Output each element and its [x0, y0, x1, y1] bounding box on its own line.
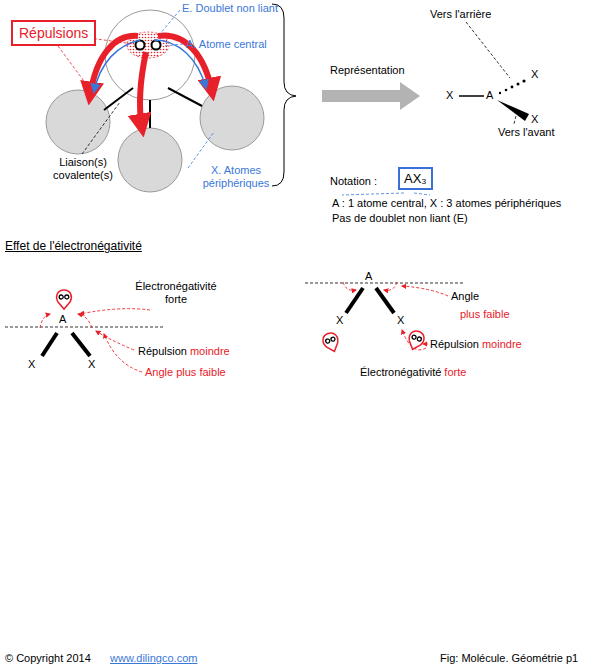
effect-label: Répulsion — [430, 338, 479, 351]
effect-value: plus faible — [460, 308, 510, 321]
covalent-bond — [104, 88, 202, 128]
notation-note: Pas de doublet non liant (E) — [332, 212, 468, 225]
effect-value: moindre — [482, 338, 522, 351]
notation-note: A : 1 atome central, X : 3 atomes périph… — [332, 197, 561, 210]
atom-symbol: X — [88, 358, 95, 371]
atom-symbol: X — [397, 314, 404, 327]
notation-box: AX₃ — [398, 167, 433, 190]
part-label: E. Doublet non liant — [182, 2, 278, 15]
atom-symbol: X — [336, 314, 343, 327]
effect-value: Angle plus faible — [145, 366, 226, 379]
effect-label: Répulsion — [138, 345, 187, 358]
atom-symbol: X — [446, 89, 453, 102]
effect-label: Angle — [451, 290, 479, 303]
atom-symbol: A — [365, 270, 372, 283]
step-label: Représentation — [330, 64, 405, 77]
atom-symbol: X — [28, 358, 35, 371]
callout-box: Répulsions — [11, 20, 96, 46]
central-atom — [105, 10, 195, 100]
leader-line — [58, 10, 430, 195]
part-label: Liaison(s) covalente(s) — [44, 156, 122, 182]
bracket — [272, 4, 296, 186]
effect-value: forte — [444, 366, 466, 379]
node-text: AX₃ — [404, 171, 427, 186]
atom-symbol: X — [531, 113, 538, 126]
atom-symbol: A — [486, 89, 493, 102]
part-label: X. Atomes périphériques — [190, 164, 282, 190]
copyright: © Copyright 2014 — [5, 652, 91, 665]
effect-label: Électronégativité — [360, 366, 441, 379]
direction-label: Vers l'avant — [498, 126, 555, 139]
electronegativity-figure — [5, 290, 165, 372]
atom-symbol: X — [531, 68, 538, 81]
direction-label: Vers l'arrière — [430, 8, 491, 21]
figure-reference: Fig: Molécule. Géométrie p1 — [440, 652, 578, 665]
section-heading: Effet de l'électronégativité — [5, 240, 142, 253]
node-text: Répulsions — [19, 25, 88, 41]
molecule-representation — [459, 22, 529, 124]
part-label: A. Atome central — [186, 38, 267, 51]
effect-value: moindre — [190, 345, 230, 358]
atom-symbol: A — [59, 313, 66, 326]
representation-arrow — [322, 82, 420, 110]
website-link: www.dilingco.com — [110, 652, 197, 665]
notation-label: Notation : — [330, 175, 377, 188]
effect-label: Électronégativité forte — [128, 280, 224, 306]
